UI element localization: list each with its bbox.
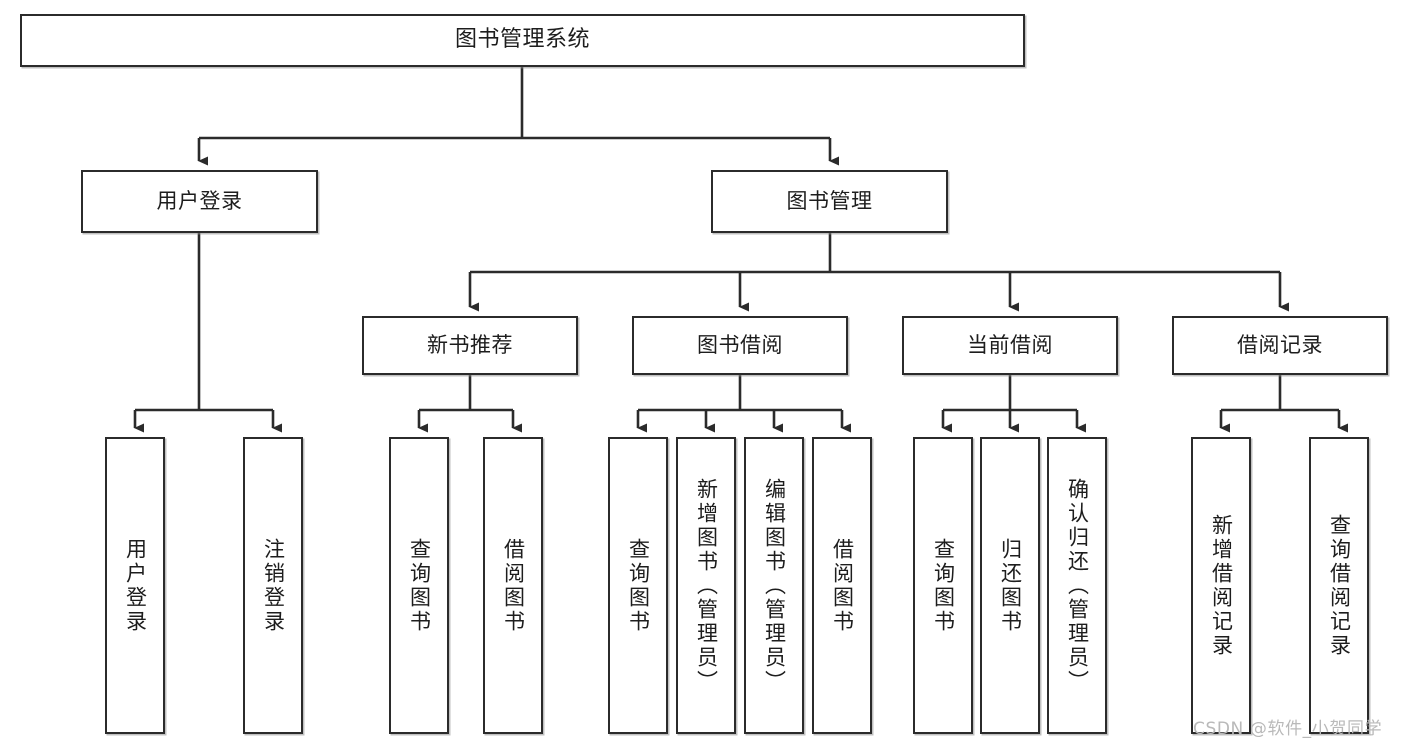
leaf-return-book[interactable]: 归还图书 [980, 437, 1040, 734]
node-root-system[interactable]: 图书管理系统 [20, 14, 1025, 67]
node-user-login[interactable]: 用户登录 [81, 170, 318, 233]
node-label: 当前借阅 [967, 332, 1053, 357]
leaf-query-borrow-record[interactable]: 查询借阅记录 [1309, 437, 1369, 734]
node-label: 图书管理系统 [454, 27, 590, 53]
node-label: 用户登录 [156, 188, 243, 213]
node-label: 新增图书（管理员） [694, 477, 719, 694]
node-label: 查询图书 [931, 537, 956, 634]
node-label: 借阅记录 [1237, 332, 1323, 357]
node-label: 图书管理 [786, 188, 873, 213]
leaf-logout[interactable]: 注销登录 [243, 437, 303, 734]
node-label: 注销登录 [261, 537, 286, 634]
node-borrow-record[interactable]: 借阅记录 [1172, 316, 1388, 375]
leaf-user-login[interactable]: 用户登录 [105, 437, 165, 734]
node-label: 查询图书 [626, 537, 651, 634]
leaf-query-book-recommend[interactable]: 查询图书 [389, 437, 449, 734]
node-label: 图书借阅 [697, 332, 783, 357]
node-label: 编辑图书（管理员） [762, 477, 787, 694]
node-book-borrow[interactable]: 图书借阅 [632, 316, 848, 375]
node-label: 借阅图书 [501, 537, 526, 634]
leaf-query-book-borrow[interactable]: 查询图书 [608, 437, 668, 734]
node-label: 新书推荐 [427, 332, 513, 357]
node-label: 查询图书 [407, 537, 432, 634]
node-label: 用户登录 [123, 537, 148, 634]
csdn-watermark: CSDN @软件_小贺同学 [1193, 719, 1383, 739]
leaf-add-borrow-record[interactable]: 新增借阅记录 [1191, 437, 1251, 734]
node-label: 确认归还（管理员） [1065, 477, 1090, 694]
node-label: 归还图书 [998, 537, 1023, 634]
node-book-management[interactable]: 图书管理 [711, 170, 948, 233]
node-current-borrow[interactable]: 当前借阅 [902, 316, 1118, 375]
leaf-borrow-book-recommend[interactable]: 借阅图书 [483, 437, 543, 734]
node-label: 借阅图书 [830, 537, 855, 634]
leaf-confirm-return-admin[interactable]: 确认归还（管理员） [1047, 437, 1107, 734]
leaf-add-book-admin[interactable]: 新增图书（管理员） [676, 437, 736, 734]
node-label: 新增借阅记录 [1209, 513, 1234, 658]
node-label: 查询借阅记录 [1327, 513, 1352, 658]
leaf-query-book-current[interactable]: 查询图书 [913, 437, 973, 734]
leaf-edit-book-admin[interactable]: 编辑图书（管理员） [744, 437, 804, 734]
leaf-borrow-book[interactable]: 借阅图书 [812, 437, 872, 734]
node-new-book-recommend[interactable]: 新书推荐 [362, 316, 578, 375]
